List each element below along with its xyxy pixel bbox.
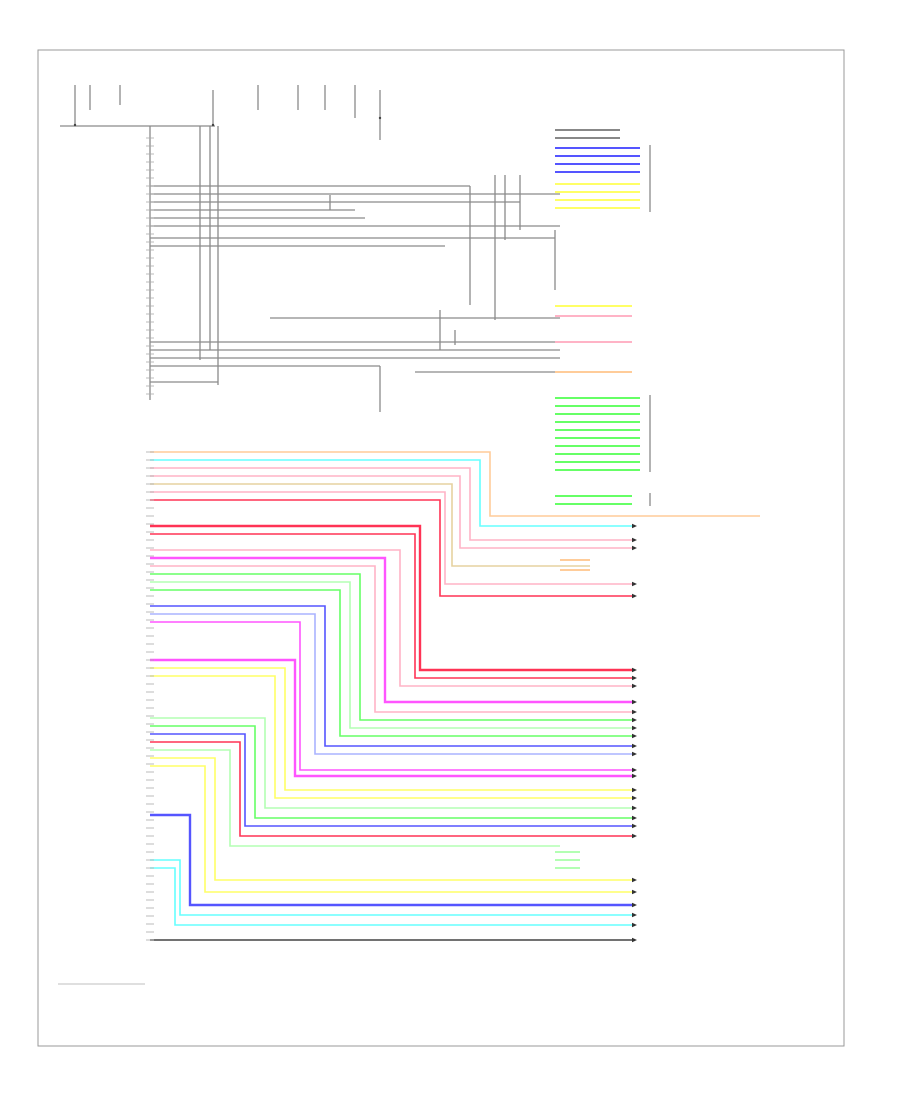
- terminal-arrow: [632, 725, 637, 731]
- terminal-arrow: [632, 717, 637, 723]
- terminal-arrow: [632, 833, 637, 839]
- terminal-arrow: [632, 902, 637, 908]
- terminal-arrow: [632, 683, 637, 689]
- terminal-arrow: [632, 922, 637, 928]
- diagram-frame: [37, 49, 845, 1047]
- terminal-arrow: [632, 581, 637, 587]
- upper-gray-wires: [150, 175, 560, 412]
- upper-right-connectors: [555, 129, 640, 373]
- fuse-connector-area: [60, 85, 382, 400]
- terminal-arrow: [632, 751, 637, 757]
- terminal-arrow: [632, 743, 637, 749]
- terminal-arrow: [632, 767, 637, 773]
- terminal-arrow: [632, 699, 637, 705]
- terminal-arrow: [632, 733, 637, 739]
- terminal-arrow: [632, 805, 637, 811]
- terminal-arrow: [632, 523, 637, 529]
- lower-right-stubs: [555, 559, 590, 869]
- terminal-arrow: [632, 675, 637, 681]
- green-connector-block: [555, 397, 640, 505]
- terminal-arrow: [632, 537, 637, 543]
- terminal-arrow: [632, 709, 637, 715]
- connector-pin-ticks: [146, 137, 154, 941]
- terminal-arrow: [632, 815, 637, 821]
- terminal-arrow: [632, 912, 637, 918]
- terminal-arrow: [632, 823, 637, 829]
- terminal-arrow: [632, 889, 637, 895]
- terminal-arrow: [632, 795, 637, 801]
- terminal-arrow: [632, 937, 637, 943]
- terminal-arrow: [632, 877, 637, 883]
- terminal-arrow: [632, 773, 637, 779]
- terminal-arrows: [632, 523, 637, 943]
- terminal-arrow: [632, 667, 637, 673]
- terminal-arrow: [632, 545, 637, 551]
- terminal-arrow: [632, 593, 637, 599]
- terminal-arrow: [632, 787, 637, 793]
- lower-colored-wires: [150, 451, 760, 941]
